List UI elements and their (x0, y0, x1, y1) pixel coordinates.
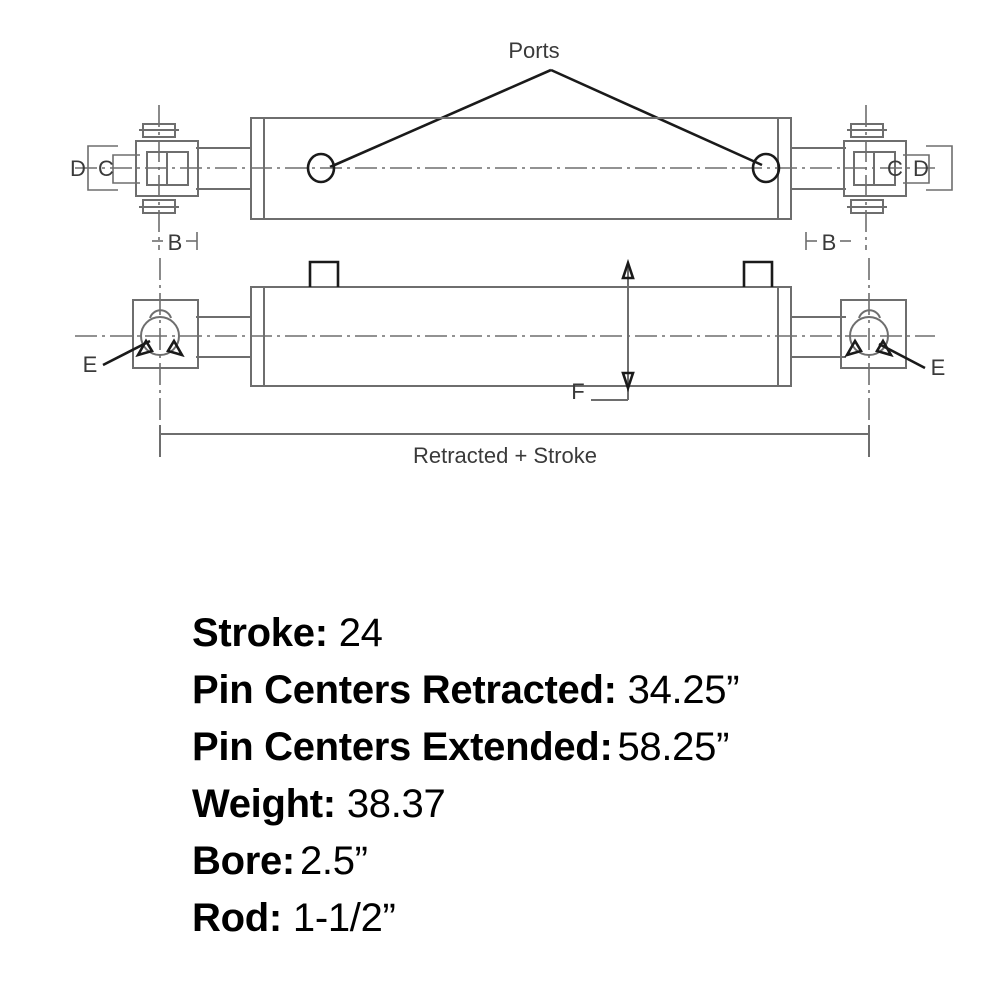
overall-dimension-caption: Retracted + Stroke (413, 443, 597, 468)
spec-value-pin-centers-extended: 58.25” (617, 725, 730, 769)
barrel-body (250, 117, 792, 220)
dimension-label-e-left: E (83, 352, 98, 377)
dimension-f: F (571, 258, 635, 404)
end-block-right (840, 299, 907, 369)
spec-row-stroke: Stroke:24 (0, 605, 1000, 662)
spec-row-pin-centers-retracted: Pin Centers Retracted:34.25” (0, 662, 1000, 719)
bushing-tab-left-a (135, 338, 154, 358)
dimension-bracket-c-right: C (887, 154, 930, 184)
specification-list: Stroke:24 Pin Centers Retracted:34.25” P… (0, 605, 1000, 965)
port-boss-left (308, 260, 340, 287)
bottom-barrel (250, 260, 792, 387)
dimension-label-f: F (571, 379, 584, 404)
bushing-tab-left-b (166, 338, 185, 358)
spec-row-bore: Bore:2.5” (0, 833, 1000, 890)
top-left-end (135, 105, 251, 250)
dimension-label-d-right: D (913, 156, 929, 181)
bottom-left-end: E (83, 258, 251, 424)
port-boss-right (742, 260, 774, 287)
dimension-label-b-left: B (168, 230, 183, 255)
clevis-block-right (843, 140, 907, 197)
spec-value-bore: 2.5” (299, 839, 368, 883)
spec-label-bore: Bore: (192, 839, 295, 883)
dimension-b-left: B (152, 230, 198, 255)
spec-label-stroke: Stroke: (192, 611, 328, 655)
dimension-label-c-left: C (98, 156, 114, 181)
dimension-b-right: B (805, 230, 851, 255)
top-view: D C C D B (70, 105, 953, 255)
dimension-bracket-d-right: D (913, 145, 953, 191)
dimension-label-b-right: B (822, 230, 837, 255)
dimension-bracket-c-left: C (98, 154, 140, 184)
f-arrow-up (621, 258, 635, 280)
clevis-block-left (135, 140, 199, 197)
spec-label-pin-centers-retracted: Pin Centers Retracted: (192, 668, 617, 712)
port-circle-right (751, 152, 781, 184)
cylinder-schematic-svg: .ln { stroke:#6e6e6e; stroke-width:2; fi… (70, 38, 953, 468)
spec-value-stroke: 24 (338, 611, 383, 655)
spec-row-pin-centers-extended: Pin Centers Extended:58.25” (0, 719, 1000, 776)
spec-label-rod: Rod: (192, 896, 282, 940)
spec-label-pin-centers-extended: Pin Centers Extended: (192, 725, 613, 769)
barrel-body-bottom (250, 286, 792, 387)
dimension-label-c-right: C (887, 156, 903, 181)
bushing-tab-right-a (844, 338, 863, 358)
spec-label-weight: Weight: (192, 782, 336, 826)
hydraulic-cylinder-drawing: .ln { stroke:#6e6e6e; stroke-width:2; fi… (70, 38, 953, 468)
e-leader-right (878, 342, 926, 370)
ports-label: Ports (508, 38, 559, 63)
dimension-label-e-right: E (931, 355, 946, 380)
overall-dimension: Retracted + Stroke (159, 425, 870, 468)
dimension-bracket-d-left: D (70, 145, 118, 191)
ports-callout: Ports (329, 38, 763, 169)
spec-row-weight: Weight:38.37 (0, 776, 1000, 833)
f-arrow-down (621, 371, 635, 393)
spec-value-pin-centers-retracted: 34.25” (627, 668, 740, 712)
end-block-left (132, 299, 199, 369)
top-right-end (791, 105, 907, 250)
spec-value-rod: 1-1/2” (292, 896, 396, 940)
spec-row-rod: Rod:1-1/2” (0, 890, 1000, 947)
port-circle-left (306, 152, 336, 184)
bottom-right-end: E (791, 258, 945, 424)
spec-value-weight: 38.37 (346, 782, 446, 826)
bottom-view: E E (75, 258, 945, 424)
dimension-label-d-left: D (70, 156, 86, 181)
e-leader-left (102, 339, 151, 367)
